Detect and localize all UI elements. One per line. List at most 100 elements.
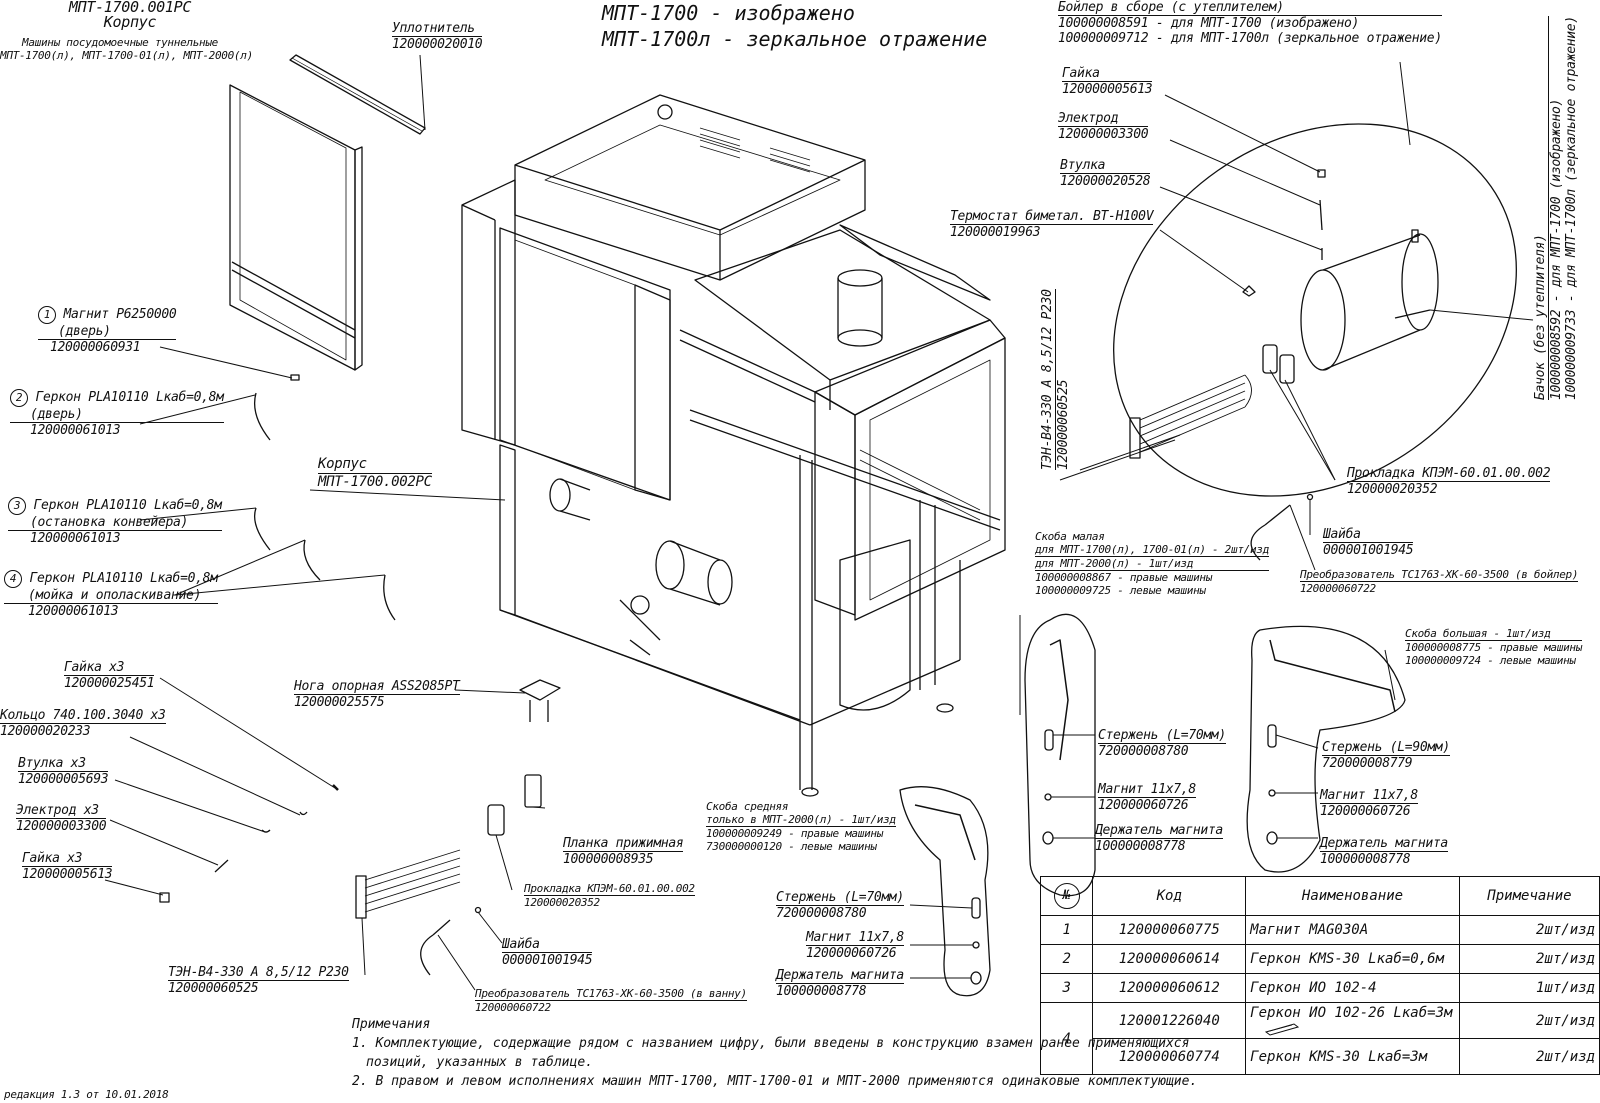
rod70-mid-code: 720000008780	[776, 906, 867, 921]
seal-code: 120000020010	[392, 37, 483, 52]
callout-magnet-door: 1 Магнит Р6250000 (дверь) 120000060931	[38, 306, 177, 355]
body-name: Корпус	[318, 456, 432, 474]
magnet-s-code: 120000060726	[1098, 798, 1189, 813]
magnet-mid-name: Магнит 11х7,8	[806, 930, 904, 946]
nut-x3-code: 120000025451	[64, 676, 155, 691]
tank-small-line-2: 100000008592 - для МПТ-1700 (изображено)	[1549, 98, 1564, 400]
table-cell-name: Геркон ИО 102-26 Lкаб=3м	[1245, 1002, 1460, 1039]
callout-boiler-electrode: Электрод 120000003300	[1058, 111, 1149, 142]
thermostat-name: Термостат биметал. ВТ-Н100V	[950, 209, 1154, 225]
foot-name: Нога опорная ASS2085PT	[294, 679, 460, 695]
magnet-door-note: (дверь)	[38, 324, 177, 340]
washer-boiler-name: Шайба	[1323, 527, 1414, 543]
sensor-boiler-code: 120000060722	[1300, 582, 1376, 595]
table-cell-note: 2шт/изд	[1458, 944, 1600, 974]
big-bracket-group	[1246, 625, 1406, 873]
callout-sensor-tank: Преобразователь ТС1763-ХК-60-3500 (в ван…	[475, 987, 747, 1014]
table-cell-name-text: Геркон ИО 102-26 Lкаб=3м	[1250, 1004, 1453, 1021]
boiler-group	[1113, 123, 1517, 561]
parts-table-header: № Код Наименование Примечание	[1039, 876, 1600, 916]
holder-mid-code: 100000008778	[776, 984, 867, 999]
callout-rod90: Стержень (L=90мм) 720000008779	[1322, 740, 1450, 771]
seal-name: Уплотнитель	[392, 21, 483, 37]
note-1-line-1: 1. Комплектующие, содержащие рядом с наз…	[352, 1036, 1190, 1051]
heater-tank-name: ТЭН-В4-330 А 8,5/12 Р230	[168, 965, 349, 981]
callout-boiler: Бойлер в сборе (с утеплителем) 100000008…	[1058, 0, 1442, 46]
reed-wash-code: 120000061013	[28, 604, 119, 619]
callout-foot: Нога опорная ASS2085PT 120000025575	[294, 679, 460, 710]
magnet-b-name: Магнит 11х7,8	[1320, 788, 1418, 804]
sensor-tank-name: Преобразователь ТС1763-ХК-60-3500 (в ван…	[475, 987, 747, 1001]
bracket-small-line-2: для МПТ-2000(л) - 1шт/изд	[1035, 557, 1269, 571]
foot-code: 120000025575	[294, 695, 385, 710]
magnet-door-num: 1	[38, 306, 56, 324]
boiler-nut-code: 120000005613	[1062, 82, 1153, 97]
gasket-tank-code: 120000020352	[524, 896, 600, 909]
bracket-big-right: 100000008775 - правые машины	[1405, 641, 1583, 654]
callout-holder-mid: Держатель магнита 100000008778	[776, 968, 904, 999]
holder-s-code: 100000008778	[1095, 839, 1186, 854]
magnet-s-name: Магнит 11х7,8	[1098, 782, 1196, 798]
callout-reed-conveyor: 3 Геркон PLA10110 Lкаб=0,8м (остановка к…	[8, 497, 222, 546]
machine-body	[461, 94, 1006, 797]
callout-gasket-tank: Прокладка КПЭМ-60.01.00.002 120000020352	[524, 882, 695, 909]
callout-nut2-x3: Гайка х3 120000005613	[22, 851, 113, 882]
callout-boiler-nut: Гайка 120000005613	[1062, 66, 1153, 97]
doc-code-block: МПТ-1700.001РС Корпус	[50, 0, 210, 30]
reed-door-name: Геркон PLA10110 Lкаб=0,8м	[35, 390, 224, 405]
mid-bracket-group	[899, 786, 991, 997]
body-code: МПТ-1700.002РС	[318, 474, 432, 490]
nut2-x3-name: Гайка х3	[22, 851, 113, 867]
bracket-big-name: Скоба большая - 1шт/изд	[1405, 627, 1583, 641]
callout-magnet-s: Магнит 11х7,8 120000060726	[1098, 782, 1196, 813]
callout-boiler-bush: Втулка 120000020528	[1060, 158, 1151, 189]
reed-conveyor-name: Геркон PLA10110 Lкаб=0,8м	[33, 498, 222, 513]
table-cell-code: 120000060614	[1092, 944, 1247, 974]
table-cell-name: Геркон ИО 102-4	[1245, 973, 1460, 1003]
sensor-tank-code: 120000060722	[475, 1001, 551, 1014]
callout-holder-b: Держатель магнита 100000008778	[1320, 836, 1448, 867]
bracket-mid-note: только в МПТ-2000(л) - 1шт/изд	[706, 813, 896, 827]
holder-b-code: 100000008778	[1320, 852, 1411, 867]
table-row: 3 120000060612 Геркон ИО 102-4 1шт/изд	[1039, 973, 1600, 1003]
callout-boiler-heater: ТЭН-В4-330 А 8,5/12 Р230 120000060525	[1040, 289, 1071, 470]
table-cell-note: 2шт/изд	[1458, 1002, 1600, 1039]
leader-lines	[104, 54, 1534, 991]
gasket-tank-name: Прокладка КПЭМ-60.01.00.002	[524, 882, 695, 896]
washer-boiler-code: 000001001945	[1323, 543, 1414, 558]
callout-bracket-mid: Скоба средняя только в МПТ-2000(л) - 1шт…	[706, 800, 896, 853]
bracket-mid-left: 730000000120 - левые машины	[706, 840, 877, 853]
table-row: 2 120000060614 Геркон KMS-30 Lкаб=0,6м 2…	[1039, 944, 1600, 974]
doc-title: Корпус	[103, 13, 157, 31]
holder-s-name: Держатель магнита	[1095, 823, 1223, 839]
table-cell-note: 1шт/изд	[1458, 973, 1600, 1003]
table-cell-num: 1	[1039, 915, 1094, 945]
drawing-title-line-2: МПТ-1700л - зеркальное отражение	[602, 27, 988, 51]
callout-bush-x3: Втулка х3 120000005693	[18, 756, 109, 787]
boiler-bush-name: Втулка	[1060, 158, 1151, 174]
callout-reed-wash: 4 Геркон PLA10110 Lкаб=0,8м (мойка и опо…	[4, 570, 218, 619]
rod70-name: Стержень (L=70мм)	[1098, 728, 1226, 744]
gasket-boiler-name: Прокладка КПЭМ-60.01.00.002	[1347, 466, 1551, 482]
bracket-mid-name: Скоба средняя	[706, 800, 789, 813]
nut-x3-name: Гайка х3	[64, 660, 155, 676]
doc-subtitle-line-1: Машины посудомоечные туннельные	[22, 36, 218, 49]
note-1-line-2: позиций, указанных в таблице.	[366, 1055, 593, 1070]
callout-reed-door: 2 Геркон PLA10110 Lкаб=0,8м (дверь) 1200…	[10, 389, 224, 438]
nut2-x3-code: 120000005613	[22, 867, 113, 882]
callout-holder-s: Держатель магнита 100000008778	[1095, 823, 1223, 854]
reed-wash-num: 4	[4, 570, 22, 588]
table-header-num: №	[1039, 876, 1094, 916]
tank-small-line-3: 100000009733 - для МПТ-1700л (зеркальное…	[1564, 16, 1579, 400]
bracket-big-left: 100000009724 - левые машины	[1405, 654, 1576, 667]
callout-ring-x3: Кольцо 740.100.3040 х3 120000020233	[0, 708, 166, 739]
table-cell-num: 3	[1039, 973, 1094, 1003]
reed-door-code: 120000061013	[30, 423, 121, 438]
gasket-boiler-code: 120000020352	[1347, 482, 1438, 497]
sensor-boiler-name: Преобразователь ТС1763-ХК-60-3500 (в бой…	[1300, 568, 1579, 582]
boiler-heater-name: ТЭН-В4-330 А 8,5/12 Р230	[1040, 289, 1056, 470]
table-row: 4 120001226040 Геркон ИО 102-26 Lкаб=3м …	[1039, 1002, 1600, 1075]
boiler-nut-name: Гайка	[1062, 66, 1153, 82]
clamp-plate-code: 100000008935	[563, 852, 654, 867]
